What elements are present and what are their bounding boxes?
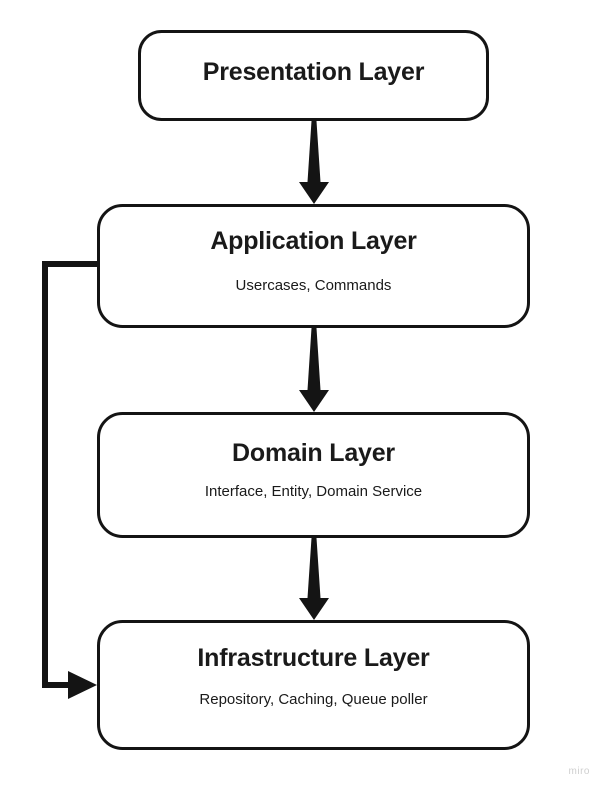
node-subtitle-infrastructure: Repository, Caching, Queue poller xyxy=(199,691,428,708)
connector-application-to-infrastructure-arrowhead xyxy=(68,671,97,699)
node-box-domain[interactable] xyxy=(97,412,530,538)
node-subtitle-domain: Interface, Entity, Domain Service xyxy=(204,483,423,500)
node-title-infrastructure: Infrastructure Layer xyxy=(197,644,430,672)
connector-presentation-to-application xyxy=(299,121,329,204)
node-box-application[interactable] xyxy=(97,204,530,328)
connector-domain-to-infrastructure xyxy=(299,538,329,620)
connector-application-to-domain xyxy=(299,328,329,412)
node-title-presentation: Presentation Layer xyxy=(202,58,425,86)
node-title-application: Application Layer xyxy=(210,227,417,255)
node-title-domain: Domain Layer xyxy=(232,439,395,467)
node-subtitle-application: Usercases, Commands xyxy=(235,277,392,294)
miro-watermark: miro xyxy=(568,766,590,777)
node-box-presentation[interactable] xyxy=(138,30,489,121)
connector-application-to-infrastructure-line xyxy=(42,261,97,688)
node-box-infrastructure[interactable] xyxy=(97,620,530,750)
